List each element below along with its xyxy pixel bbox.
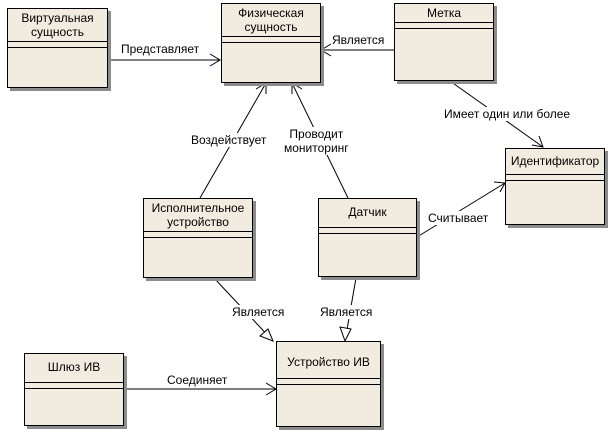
node-actuator[interactable]: Исполнительное устройство xyxy=(143,198,253,278)
edge-label-reads: Считывает xyxy=(427,211,490,225)
node-divider xyxy=(222,42,320,43)
node-divider xyxy=(319,227,416,228)
edge-label-has-one-or-more: Имеет один или более xyxy=(443,107,572,121)
node-divider xyxy=(277,384,380,385)
node-divider xyxy=(506,180,604,181)
node-divider xyxy=(144,237,252,238)
node-divider xyxy=(222,36,320,37)
node-physical-entity-label: Физическая сущность xyxy=(238,6,304,34)
edge-represents xyxy=(108,53,221,67)
edge-label-actuator-is: Является xyxy=(231,305,286,319)
edge-label-sensor-is: Является xyxy=(319,305,374,319)
node-actuator-label: Исполнительное устройство xyxy=(151,201,245,229)
node-divider xyxy=(8,47,107,48)
edge-label-represents: Представляет xyxy=(120,42,201,56)
node-divider xyxy=(319,233,416,234)
node-iot-gateway[interactable]: Шлюз ИВ xyxy=(24,353,124,426)
edge-label-monitors: Проводит мониторинг xyxy=(283,127,350,155)
node-virtual-entity[interactable]: Виртуальная сущность xyxy=(7,8,108,88)
node-divider xyxy=(395,28,493,29)
node-sensor[interactable]: Датчик xyxy=(318,198,417,277)
node-divider xyxy=(277,378,380,379)
edge-tag-is xyxy=(320,43,394,57)
node-divider xyxy=(8,41,107,42)
node-iot-device[interactable]: Устройство ИВ xyxy=(276,341,381,427)
node-iot-gateway-label: Шлюз ИВ xyxy=(47,360,101,374)
node-divider xyxy=(25,382,123,383)
node-divider xyxy=(25,388,123,389)
node-divider xyxy=(395,22,493,23)
node-identifier[interactable]: Идентификатор xyxy=(505,148,605,225)
node-divider xyxy=(144,231,252,232)
node-iot-device-label: Устройство ИВ xyxy=(287,355,370,369)
node-sensor-label: Датчик xyxy=(348,205,387,219)
node-tag-label: Метка xyxy=(426,6,462,20)
node-virtual-entity-label: Виртуальная сущность xyxy=(21,11,94,39)
node-divider xyxy=(506,174,604,175)
edge-label-tag-is: Является xyxy=(331,33,386,47)
edge-label-affects: Воздействует xyxy=(190,133,268,147)
node-identifier-label: Идентификатор xyxy=(510,154,600,168)
node-tag[interactable]: Метка xyxy=(394,3,494,81)
node-physical-entity[interactable]: Физическая сущность xyxy=(221,3,321,83)
edge-label-connects: Соединяет xyxy=(166,373,229,387)
edge-reads xyxy=(416,181,506,238)
